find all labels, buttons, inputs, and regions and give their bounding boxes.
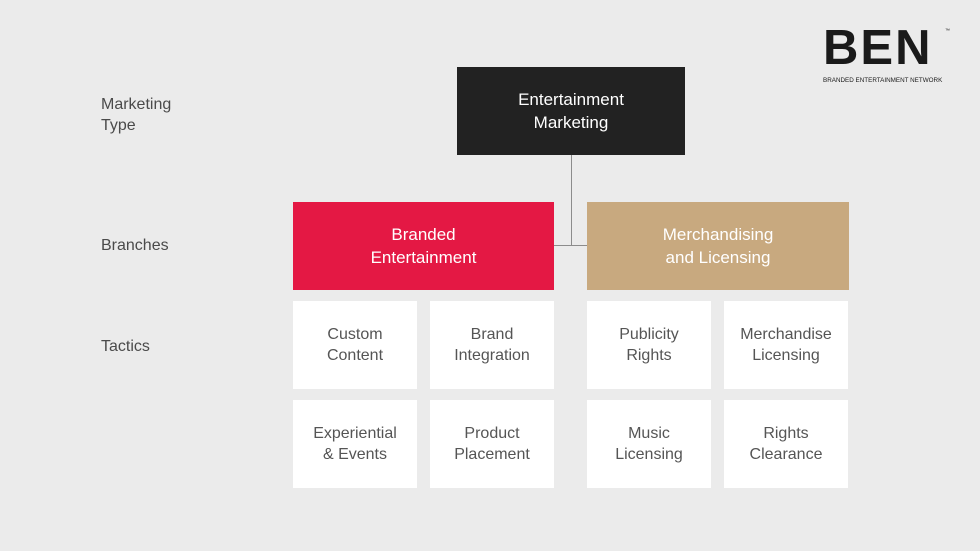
tactic-experiential-events: Experiential & Events <box>293 400 417 488</box>
row-label-branches: Branches <box>101 237 169 254</box>
node-merchandising-licensing: Merchandising and Licensing <box>587 202 849 290</box>
ben-logo: BEN <box>823 21 933 75</box>
row-label-tactics: Tactics <box>101 338 150 355</box>
tactic-custom-content: Custom Content <box>293 301 417 389</box>
tactic-product-placement: Product Placement <box>430 400 554 488</box>
logo-subtitle: BRANDED ENTERTAINMENT NETWORK <box>823 77 943 84</box>
connector-horizontal <box>554 245 587 246</box>
row-label-marketing-type: Marketing Type <box>101 96 172 134</box>
tactic-music-licensing: Music Licensing <box>587 400 711 488</box>
node-entertainment-marketing: Entertainment Marketing <box>457 67 685 155</box>
trademark-mark: ™ <box>945 28 950 34</box>
connector-vertical <box>571 155 572 245</box>
tactic-publicity-rights: Publicity Rights <box>587 301 711 389</box>
tactic-rights-clearance: Rights Clearance <box>724 400 848 488</box>
tactic-brand-integration: Brand Integration <box>430 301 554 389</box>
tactic-merchandise-licensing: Merchandise Licensing <box>724 301 848 389</box>
node-branded-entertainment: Branded Entertainment <box>293 202 554 290</box>
